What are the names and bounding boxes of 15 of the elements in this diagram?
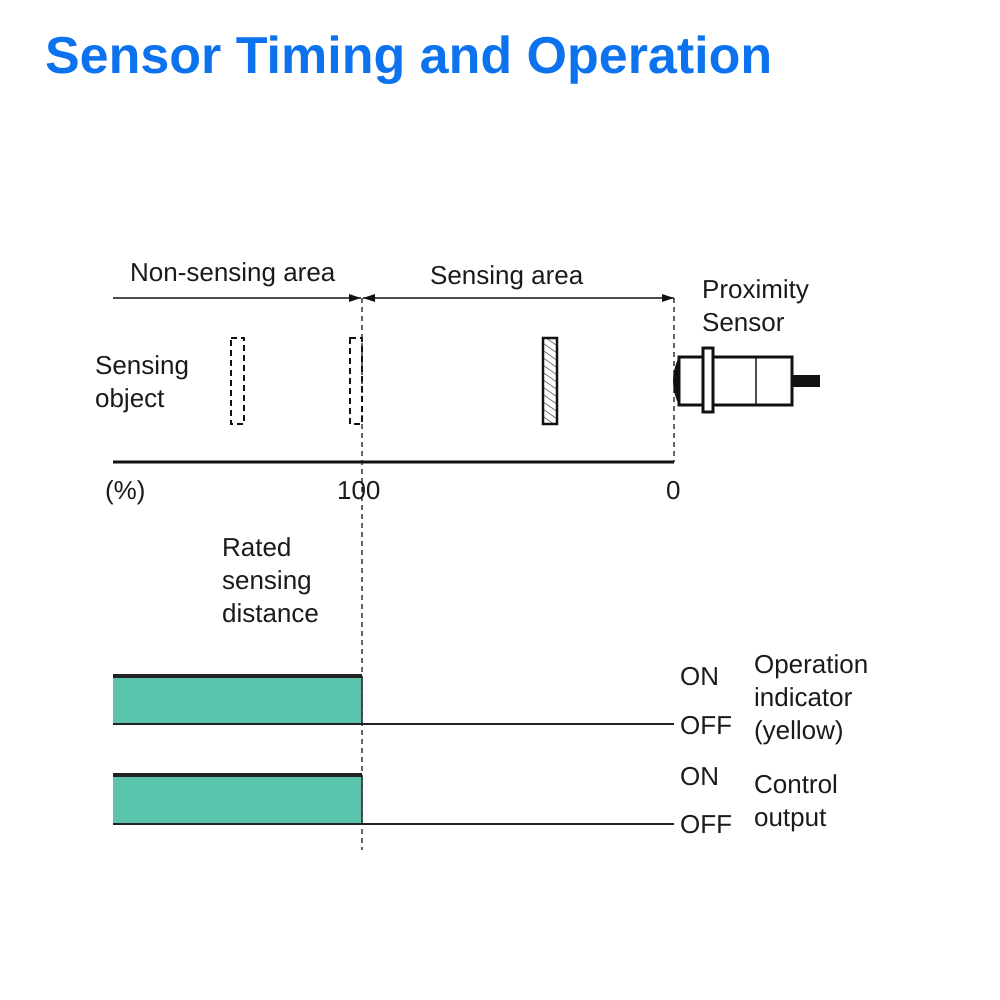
- area-label: Non-sensing area: [130, 256, 336, 289]
- signal-label: Control output: [754, 768, 839, 834]
- title: Sensor Timing and Operation: [45, 26, 772, 86]
- axis-tick-label: 100: [337, 474, 380, 507]
- object-label: Sensing object: [95, 349, 190, 415]
- area-label: Sensing area: [430, 259, 584, 292]
- state-label: OFF: [680, 709, 732, 742]
- axis-tick-label: 0: [666, 474, 680, 507]
- state-label: OFF: [680, 808, 732, 841]
- signal-label: Operation indicator (yellow): [754, 648, 870, 747]
- axis-unit-label: (%): [105, 474, 146, 507]
- sensor-label: Proximity Sensor: [702, 273, 810, 339]
- distance-label: Rated sensing distance: [222, 531, 320, 630]
- state-label: ON: [680, 660, 719, 693]
- state-label: ON: [680, 760, 719, 793]
